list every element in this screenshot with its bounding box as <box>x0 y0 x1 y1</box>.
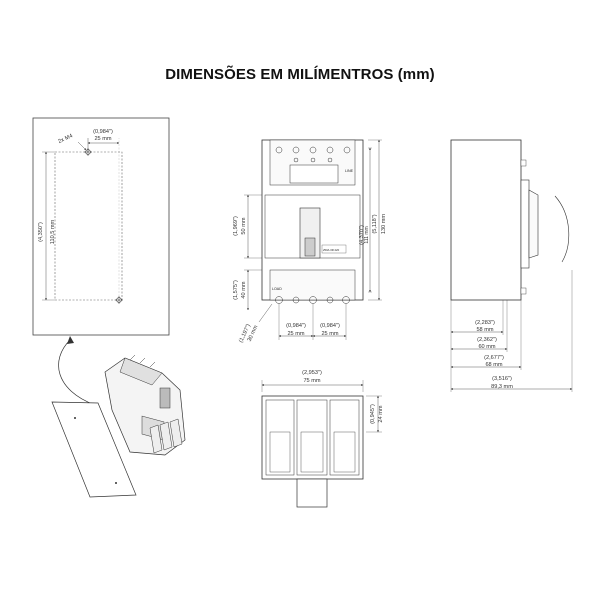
right-dim-2-in: (5,118") <box>372 214 378 233</box>
right-dim-1-in: (4,370") <box>359 225 365 245</box>
hole-spacing-mm: 25 mm <box>94 136 111 142</box>
bottom-depth-mm: 24 mm <box>378 405 384 422</box>
bottom-dim-2-mm: 25 mm <box>321 331 338 337</box>
load-label: LOAD <box>272 287 282 291</box>
bottom-dim-1-mm: 25 mm <box>287 331 304 337</box>
side-dim-3-in: (2,677") <box>484 355 504 361</box>
bottom-width-in: (2,953") <box>302 370 322 376</box>
template-plate-isometric <box>51 401 137 498</box>
handle-side <box>528 189 539 259</box>
bottom-depth-in: (0,945") <box>370 404 376 424</box>
bottom-dim-2-in: (0,984") <box>320 323 340 329</box>
curved-arrow <box>58 339 96 406</box>
isometric-view <box>51 354 186 498</box>
handle-stub <box>296 478 328 508</box>
breaker-bottom-outline <box>261 395 364 480</box>
side-dim-4-mm: 89,3 mm <box>491 384 513 390</box>
side-dim-1-mm: 58 mm <box>476 327 493 333</box>
load-terminals <box>275 296 350 304</box>
rating-text: 250A 3R 220 <box>323 248 340 252</box>
handle-travel-arc <box>554 195 570 263</box>
right-dim-1-mm: 111 mm <box>364 226 370 243</box>
side-dim-1-in: (2,283") <box>475 320 495 326</box>
right-dim-2-mm: 130 mm <box>381 214 387 235</box>
hole-spacing-in: (0,984") <box>93 129 113 135</box>
template-outline <box>32 117 170 336</box>
line-label: LINE <box>345 169 354 173</box>
side-view: (2,283") 58 mm (2,362") 60 mm (2,677") 6… <box>450 139 573 392</box>
side-dim-4-in: (3,516") <box>492 376 512 382</box>
template-height-in: (4,350") <box>38 222 44 242</box>
side-dim-3-mm: 68 mm <box>485 362 502 368</box>
line-terminals <box>275 146 351 163</box>
left-dim-1-in: (1,969") <box>233 216 239 236</box>
bottom-dim-1-in: (0,984") <box>286 323 306 329</box>
side-dim-2-in: (2,362") <box>477 337 497 343</box>
template-height-mm: 110,5 mm <box>50 219 56 244</box>
left-dim-2-in: (1,575") <box>233 280 239 300</box>
left-dim-1-mm: 50 mm <box>241 217 247 234</box>
page-title: DIMENSÕES EM MILÍMENTROS (mm) <box>165 66 435 83</box>
left-dim-2-mm: 40 mm <box>241 281 247 298</box>
front-view: LINE 250A 3R 220 LOAD (1,969") 50 mm (1,… <box>233 139 387 344</box>
bottom-width-mm: 75 mm <box>303 378 320 384</box>
hole-note: 2x M4 <box>57 133 73 145</box>
mounting-template: (0,984") 25 mm 2x M4 (4,350") 110,5 mm <box>32 117 170 336</box>
breaker-side-outline <box>450 139 522 301</box>
side-dim-2-mm: 60 mm <box>478 344 495 350</box>
bottom-view: (2,953") 75 mm (0,945") 24 mm <box>261 370 384 508</box>
